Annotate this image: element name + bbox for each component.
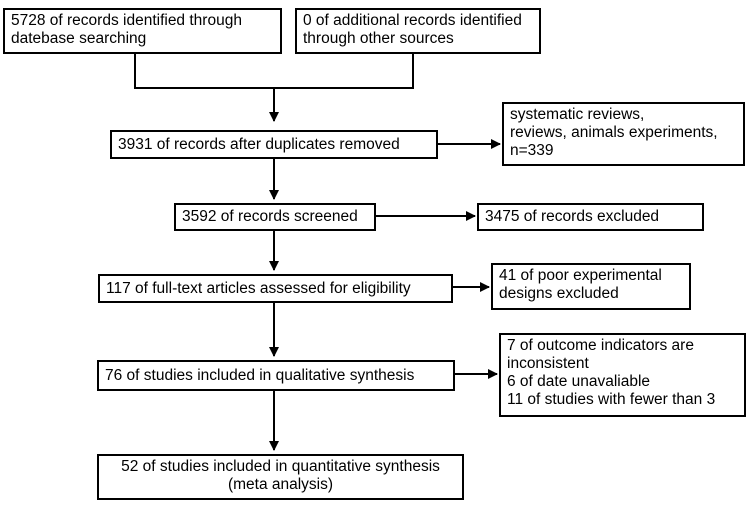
node-excluded-poor-design: 41 of poor experimental designs excluded <box>491 263 691 310</box>
node-text-line: 11 of studies with fewer than 3 <box>507 391 716 408</box>
node-text-line: 0 of additional records identified <box>303 12 522 29</box>
node-text-line: 41 of poor experimental <box>499 267 662 284</box>
node-text-line: 5728 of records identified through <box>11 12 242 29</box>
node-text-line: 3475 of records excluded <box>485 208 660 225</box>
node-text-line: datebase searching <box>11 30 147 47</box>
node-text-line: designs excluded <box>499 285 619 302</box>
node-records-excluded: 3475 of records excluded <box>477 203 704 231</box>
node-after-duplicates-removed: 3931 of records after duplicates removed <box>110 130 438 159</box>
node-identified-other-sources: 0 of additional records identified throu… <box>295 8 541 54</box>
node-quantitative-synthesis: 52 of studies included in quantitative s… <box>97 454 464 500</box>
node-fulltext-assessed: 117 of full-text articles assessed for e… <box>98 274 453 303</box>
node-excluded-reviews: systematic reviews, reviews, animals exp… <box>502 102 745 166</box>
node-text-line: 52 of studies included in quantitative s… <box>121 458 440 475</box>
node-text-line: 76 of studies included in qualitative sy… <box>105 366 415 384</box>
node-text-line: 117 of full-text articles assessed for e… <box>106 279 411 297</box>
node-records-screened: 3592 of records screened <box>174 203 376 231</box>
node-text-line: through other sources <box>303 30 454 47</box>
node-qualitative-synthesis: 76 of studies included in qualitative sy… <box>97 360 455 391</box>
node-text-line: 7 of outcome indicators are <box>507 337 694 354</box>
node-text-line: 6 of date unavaliable <box>507 373 651 390</box>
node-text-line: systematic reviews, <box>510 106 645 123</box>
node-identified-database: 5728 of records identified through dateb… <box>3 8 282 54</box>
node-text-line: 3592 of records screened <box>182 208 358 225</box>
node-text-line: n=339 <box>510 142 554 159</box>
node-text-line: 3931 of records after duplicates removed <box>118 135 400 153</box>
node-text-line: (meta analysis) <box>227 476 334 493</box>
node-excluded-qualitative: 7 of outcome indicators are inconsistent… <box>499 333 746 417</box>
node-text-line: inconsistent <box>507 355 589 372</box>
node-text-line: reviews, animals experiments, <box>510 124 718 141</box>
